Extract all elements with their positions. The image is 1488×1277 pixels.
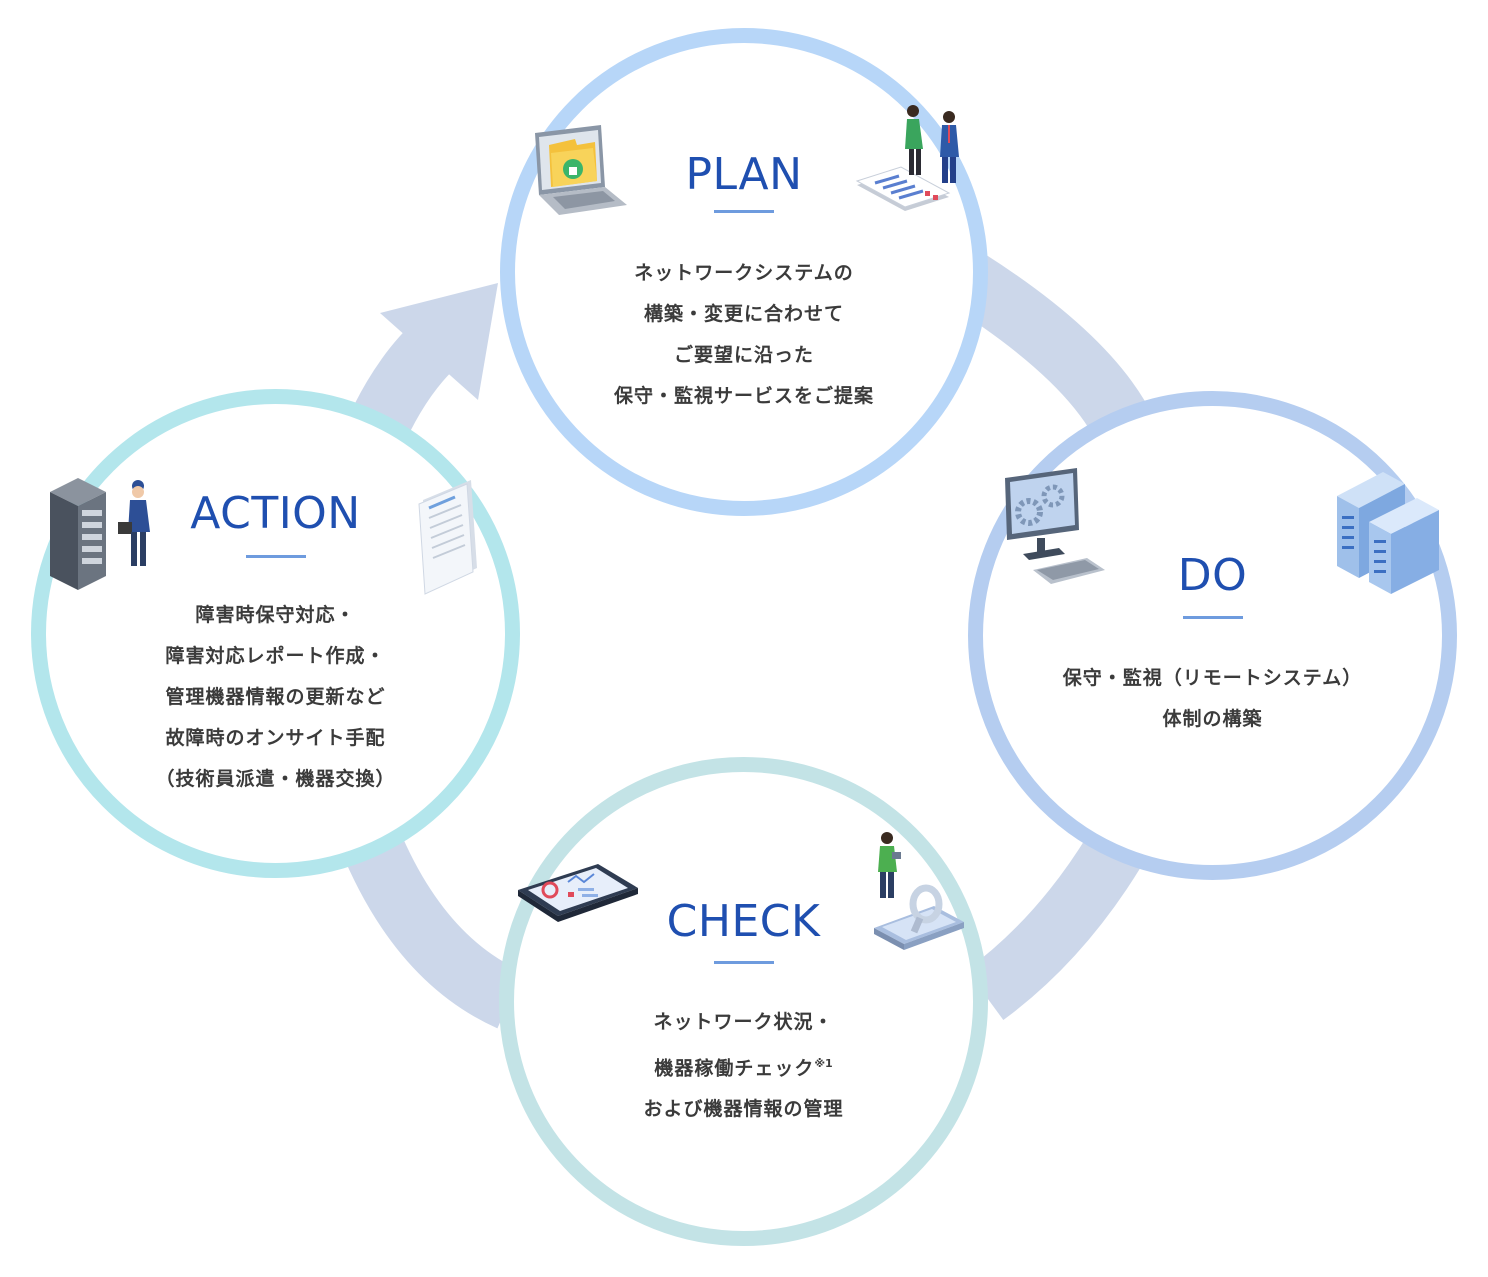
report-document-icon [418, 480, 477, 595]
do-desc-line: 体制の構築 [1162, 708, 1263, 730]
server-rack-icon [1337, 472, 1439, 594]
arrow-action-to-plan-head [380, 283, 498, 400]
check-title: CHECK [666, 896, 821, 947]
arrow-do-to-check [966, 833, 1142, 1020]
plan-desc-line: 保守・監視サービスをご提案 [613, 385, 874, 407]
action-desc-line: 障害時保守対応・ [195, 604, 356, 626]
action-desc-line: 管理機器情報の更新など [165, 686, 386, 708]
do-divider [1182, 616, 1243, 619]
check-desc-line: ネットワーク状況・ [653, 1011, 834, 1033]
check-stage: CHECK ネットワーク状況・ 機器稼働チェック※1 および機器情報の管理 [499, 757, 988, 1246]
check-divider [713, 961, 774, 964]
plan-desc-line: 構築・変更に合わせて [643, 303, 844, 325]
footnote-marker: ※1 [814, 1057, 833, 1070]
action-stage: ACTION 障害時保守対応・ 障害対応レポート作成・ 管理機器情報の更新など … [31, 389, 520, 878]
action-title: ACTION [190, 488, 361, 539]
action-desc-line: （技術員派遣・機器交換） [155, 768, 396, 790]
action-divider [245, 555, 306, 558]
arrow-plan-to-do [943, 248, 1147, 436]
check-desc-line: 機器稼働チェック※1 [514, 1043, 973, 1089]
do-stage: DO 保守・監視（リモートシステム） 体制の構築 [968, 391, 1457, 880]
check-desc-line: および機器情報の管理 [643, 1098, 844, 1121]
meeting-people-icon [855, 105, 959, 211]
do-desc-line: 保守・監視（リモートシステム） [1062, 667, 1363, 689]
plan-desc-line: ご要望に沿った [673, 344, 814, 366]
check-description: ネットワーク状況・ 機器稼働チェック※1 および機器情報の管理 [514, 1002, 973, 1130]
do-title: DO [1177, 550, 1248, 601]
plan-stage: PLAN ネットワークシステムの 構築・変更に合わせて ご要望に沿った 保守・監… [500, 28, 988, 516]
plan-divider [714, 210, 774, 213]
plan-title: PLAN [685, 149, 803, 200]
do-description: 保守・監視（リモートシステム） 体制の構築 [983, 658, 1442, 740]
check-desc-text: 機器稼働チェック [654, 1057, 815, 1080]
technician-magnifier-icon [874, 832, 964, 950]
laptop-folder-icon [535, 125, 627, 215]
arrow-check-to-action [341, 827, 524, 1029]
action-desc-line: 故障時のオンサイト手配 [165, 727, 386, 749]
server-technician-icon [50, 478, 150, 590]
plan-description: ネットワークシステムの 構築・変更に合わせて ご要望に沿った 保守・監視サービス… [515, 253, 973, 417]
monitor-gears-icon [1005, 468, 1105, 584]
action-desc-line: 障害対応レポート作成・ [165, 645, 386, 667]
action-description: 障害時保守対応・ 障害対応レポート作成・ 管理機器情報の更新など 故障時のオンサ… [46, 595, 505, 800]
plan-desc-line: ネットワークシステムの [634, 262, 854, 284]
tablet-dashboard-icon [518, 864, 638, 922]
